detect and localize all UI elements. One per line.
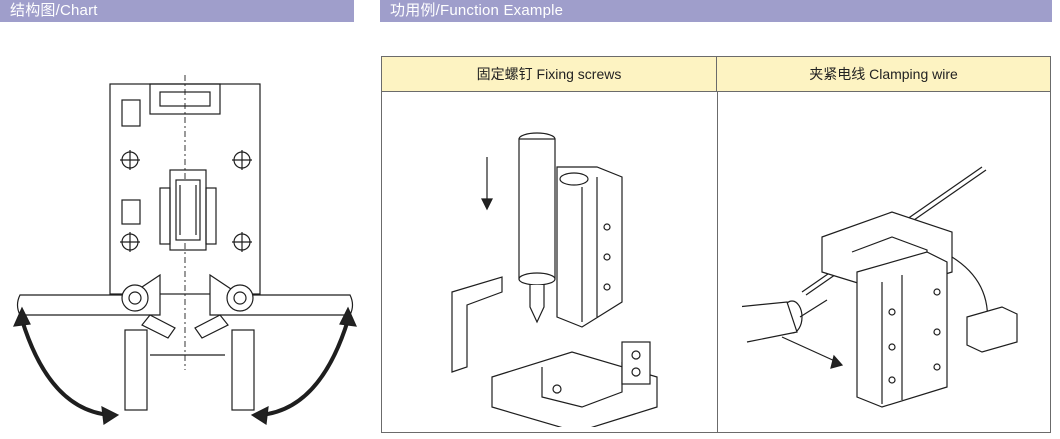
function-section-title: 功用例/Function Example xyxy=(380,0,1052,22)
fixing-screws-header: 固定螺钉 Fixing screws xyxy=(382,57,717,92)
gripper-structure-diagram xyxy=(13,75,357,426)
clamping-wire-header: 夹紧电线 Clamping wire xyxy=(717,57,1050,92)
chart-section-title: 结构图/Chart xyxy=(0,0,354,22)
clamping-wire-illustration xyxy=(742,166,1018,408)
function-example-table: 固定螺钉 Fixing screws 夹紧电线 Clamping wire xyxy=(381,56,1051,433)
column-divider xyxy=(717,92,718,432)
fixing-screws-illustration xyxy=(451,132,658,427)
